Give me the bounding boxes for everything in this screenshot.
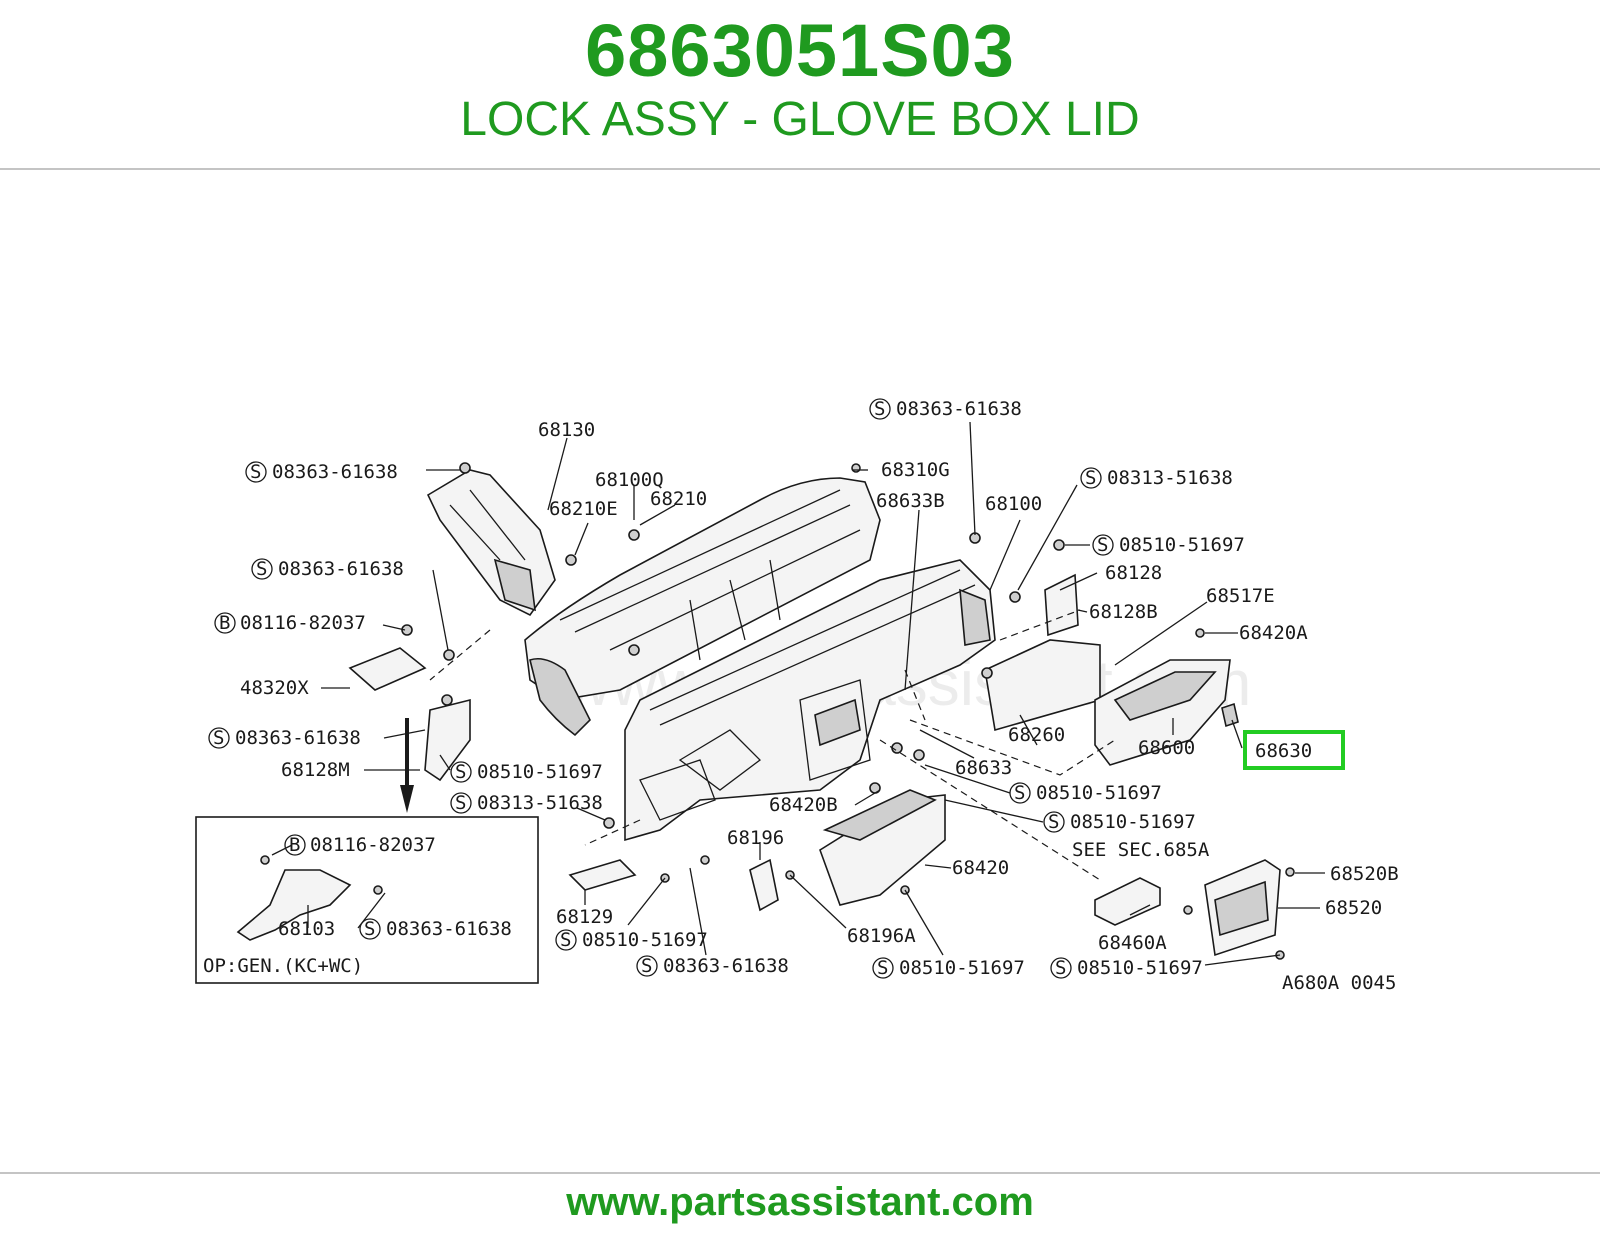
label-68600: 68600 [1138,737,1195,759]
label-08116-82037-b: 08116-82037 [310,834,436,856]
s-prefix-icon [555,929,577,951]
svg-text:S: S [1085,467,1096,489]
label-see-sec-685a: SEE SEC.685A [1072,839,1210,861]
s-prefix-icon [1009,782,1031,804]
label-68196: 68196 [727,827,784,849]
label-68633: 68633 [955,757,1012,779]
label-08510-51697-a: 08510-51697 [477,761,603,783]
label-08363-61638-d: 08363-61638 [663,955,789,977]
svg-text:S: S [874,398,885,420]
diagram-code: A680A 0045 [1282,972,1396,994]
label-68196a: 68196A [847,925,916,947]
svg-text:S: S [256,558,267,580]
label-08116-82037-a: 08116-82037 [240,612,366,634]
label-08363-61638-b: 08363-61638 [278,558,404,580]
s-prefix-icon [872,957,894,979]
label-68460a: 68460A [1098,932,1167,954]
label-48320x: 48320X [240,677,309,699]
svg-text:S: S [364,918,375,940]
label-08510-51697-g: 08510-51697 [1077,957,1203,979]
label-68420: 68420 [952,857,1009,879]
part-number-title: 6863051S03 [585,9,1015,92]
label-08510-51697-c: 08510-51697 [1036,782,1162,804]
label-68630-highlighted: 68630 [1255,740,1312,762]
svg-text:B: B [289,834,300,856]
svg-text:B: B [219,612,230,634]
label-68100: 68100 [985,493,1042,515]
page-header: 6863051S03 LOCK ASSY - GLOVE BOX LID [0,0,1600,168]
b-prefix-icon [214,612,236,634]
svg-text:S: S [1097,534,1108,556]
leader-lines [321,421,1325,966]
svg-text:S: S [455,761,466,783]
label-68310g: 68310G [881,459,950,481]
label-08510-51697-e: 08510-51697 [582,929,708,951]
s-prefix-icon [1080,467,1102,489]
label-08510-51697-f: 08510-51697 [899,957,1025,979]
s-prefix-icon [208,727,230,749]
b-prefix-icon [284,834,306,856]
s-prefix-icon [1050,957,1072,979]
label-08313-51638-a: 08313-51638 [477,792,603,814]
svg-text:S: S [1055,957,1066,979]
s-prefix-icon [1092,534,1114,556]
label-08363-61638-e: 08363-61638 [386,918,512,940]
label-08313-51638-b: 08313-51638 [1107,467,1233,489]
part-name-subtitle: LOCK ASSY - GLOVE BOX LID [460,93,1140,146]
label-68129: 68129 [556,906,613,928]
label-68420a: 68420A [1239,622,1308,644]
svg-text:S: S [250,461,261,483]
label-op-gen: OP:GEN.(KC+WC) [203,955,363,977]
s-prefix-icon [636,955,658,977]
footer-divider [0,1172,1600,1174]
part-labels: 68130 S 08363-61638 68100Q 68210 68210E … [203,398,1399,994]
label-68520: 68520 [1325,897,1382,919]
svg-text:S: S [213,727,224,749]
label-68100q: 68100Q [595,469,664,491]
s-prefix-icon [450,761,472,783]
label-08363-61638-a: 08363-61638 [272,461,398,483]
highlight-box-68630 [1243,730,1345,770]
s-prefix-icon [251,558,273,580]
svg-text:S: S [1048,811,1059,833]
label-08363-61638-c: 08363-61638 [235,727,361,749]
label-68517e: 68517E [1206,585,1275,607]
dashboard-illustration [348,462,1295,960]
label-68520b: 68520B [1330,863,1399,885]
s-prefix-icon [869,398,891,420]
s-prefix-icon [450,792,472,814]
header-divider [0,168,1600,170]
svg-text:S: S [560,929,571,951]
inset-box [195,816,539,984]
label-68128m: 68128M [281,759,350,781]
label-08363-61638-top: 08363-61638 [896,398,1022,420]
label-68128: 68128 [1105,562,1162,584]
footer-website-link[interactable]: www.partsassistant.com [566,1180,1034,1224]
inset-arrow [400,718,414,813]
s-prefix-icon [1043,811,1065,833]
svg-text:S: S [641,955,652,977]
label-68210e: 68210E [549,498,618,520]
s-prefix-icon [359,918,381,940]
label-68128b: 68128B [1089,601,1158,623]
label-68130: 68130 [538,419,595,441]
label-68420b: 68420B [769,794,838,816]
label-08510-51697-d: 08510-51697 [1070,811,1196,833]
svg-text:S: S [877,957,888,979]
label-08510-51697-b: 08510-51697 [1119,534,1245,556]
label-68210: 68210 [650,488,707,510]
label-68260: 68260 [1008,724,1065,746]
svg-text:S: S [455,792,466,814]
svg-text:S: S [1014,782,1025,804]
label-68103: 68103 [278,918,335,940]
label-68633b: 68633B [876,490,945,512]
s-prefix-icon [245,461,267,483]
